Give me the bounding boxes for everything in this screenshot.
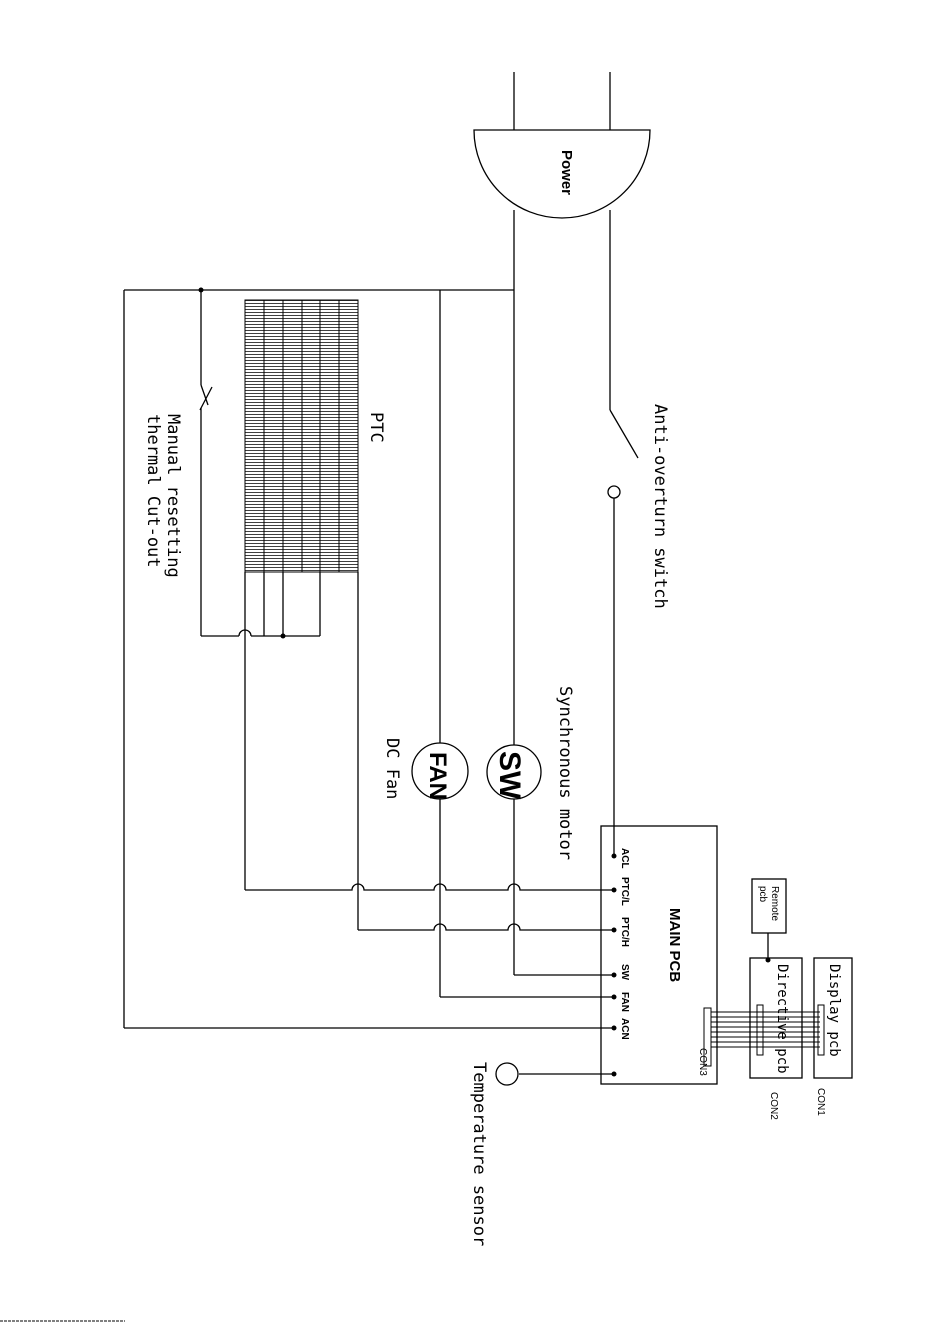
directive-pcb-label: Directive pcb	[774, 964, 790, 1074]
fan-symbol: FAN	[424, 752, 451, 800]
thermal-label-line2: thermal Cut-out	[143, 414, 163, 568]
sw-symbol: SW	[493, 751, 526, 800]
ptc-label: PTC	[366, 412, 386, 443]
dc-fan: FAN DC Fan	[382, 738, 468, 800]
con1-label: CON1	[815, 1088, 826, 1116]
temperature-sensor-label: Temperature sensor	[469, 1062, 489, 1246]
power-label: Power	[558, 150, 575, 195]
con2-label: CON2	[768, 1092, 779, 1120]
pin-ptc-h: PTC/H	[619, 917, 630, 947]
anti-overturn-label: Anti-overturn switch	[650, 404, 670, 609]
display-pcb-label: Display pcb	[826, 964, 842, 1057]
ptc-heater: PTC	[245, 300, 386, 636]
sw-motor: SW Synchronous motor	[487, 686, 575, 860]
remote-pcb-label-line2: pcb	[757, 886, 768, 903]
directive-pcb: Directive pcb CON2	[750, 958, 802, 1120]
ribbon-cable	[711, 1012, 820, 1047]
anti-overturn-switch: Anti-overturn switch	[608, 210, 670, 856]
main-pcb-label: MAIN PCB	[666, 908, 683, 982]
pin-sw: SW	[619, 964, 630, 981]
pin-ptc-l: PTC/L	[619, 877, 630, 906]
remote-pcb: Remote pcb	[752, 879, 786, 963]
thermal-label-line1: Manual resetting	[163, 414, 183, 578]
pin-fan: FAN	[619, 992, 630, 1012]
main-pcb: MAIN PCB ACL PTC/L PTC/H SW FAN ACN CON3	[601, 826, 717, 1084]
dc-fan-label: DC Fan	[382, 738, 402, 799]
con3-label: CON3	[697, 1048, 708, 1076]
pcb-input-wires	[245, 884, 614, 997]
temperature-sensor: Temperature sensor	[469, 1062, 614, 1246]
pin-acl: ACL	[619, 848, 630, 869]
power-plug: Power	[474, 72, 650, 218]
pin-acn: ACN	[619, 1018, 630, 1040]
remote-pcb-label-line1: Remote	[769, 886, 780, 921]
synchronous-motor-label: Synchronous motor	[555, 686, 575, 860]
